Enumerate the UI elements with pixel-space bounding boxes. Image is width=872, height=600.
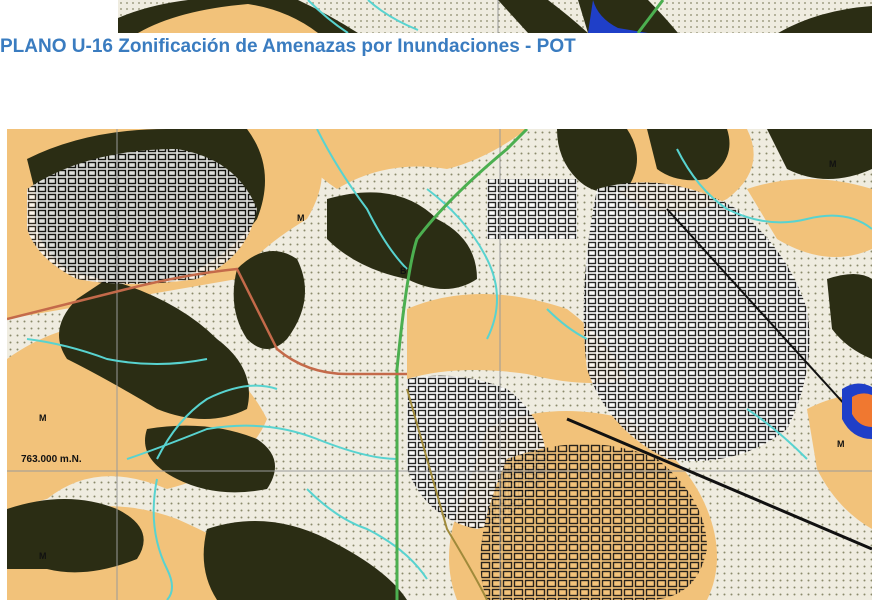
road-main-diagonal (566, 417, 872, 551)
river-9 (306, 488, 428, 580)
river-8 (152, 478, 173, 600)
urban-area-north-center (487, 179, 577, 239)
top-strip-road (636, 0, 665, 33)
river-7 (676, 148, 872, 230)
flood-threat-map: M M M M M B 763.000 m.N. (7, 129, 872, 600)
high-threat-zone-north-east-1 (557, 129, 637, 193)
top-strip-dark-zone-2 (498, 0, 588, 33)
road-red (7, 267, 407, 376)
zone-marker-m-3: M (297, 213, 305, 223)
top-strip-water (588, 0, 648, 33)
zone-marker-m-5: M (837, 439, 845, 449)
road-secondary-diagonal (666, 208, 868, 430)
urban-area-south (480, 444, 707, 600)
high-threat-zone-southwest-2 (7, 499, 144, 573)
top-map-strip-graphic (118, 0, 872, 33)
high-threat-zone-east (827, 274, 872, 359)
flood-threat-map-graphic: M M M M M B 763.000 m.N. (7, 129, 872, 600)
urban-area-east (583, 182, 810, 462)
river-2 (126, 424, 398, 460)
water-body-fill (852, 393, 872, 427)
top-strip-river-1 (307, 0, 349, 33)
medium-threat-zone-center (407, 294, 627, 383)
high-threat-zone-northeast-corner (767, 129, 872, 179)
river-1 (156, 384, 278, 460)
high-threat-zone-west-center (59, 279, 249, 419)
high-threat-zone-corridor (233, 251, 305, 349)
urban-area-northwest (27, 149, 257, 284)
river-4 (316, 129, 408, 270)
top-strip-river-2 (367, 0, 419, 31)
zone-marker-m-1: M (39, 413, 47, 423)
top-strip-mid-zone-1 (138, 4, 318, 33)
river-3 (26, 338, 208, 365)
high-threat-zone-north-center (327, 192, 477, 289)
river-6 (546, 308, 588, 340)
zone-marker-m-2: M (39, 551, 47, 561)
zone-marker-m-4: M (829, 159, 837, 169)
top-map-strip (118, 0, 872, 33)
coordinate-label: 763.000 m.N. (21, 454, 82, 465)
road-green (395, 129, 529, 600)
map-title: PLANO U-16 Zonificación de Amenazas por … (0, 36, 576, 57)
top-strip-dark-zone-4 (778, 6, 872, 33)
high-threat-zone-southwest-1 (145, 425, 275, 493)
zone-marker-b: B (400, 266, 407, 276)
river-5 (426, 188, 498, 340)
river-10 (746, 408, 808, 460)
road-olive (406, 388, 488, 600)
high-threat-zone-north-east-2 (647, 129, 730, 181)
high-threat-zone-south-1 (203, 521, 407, 600)
